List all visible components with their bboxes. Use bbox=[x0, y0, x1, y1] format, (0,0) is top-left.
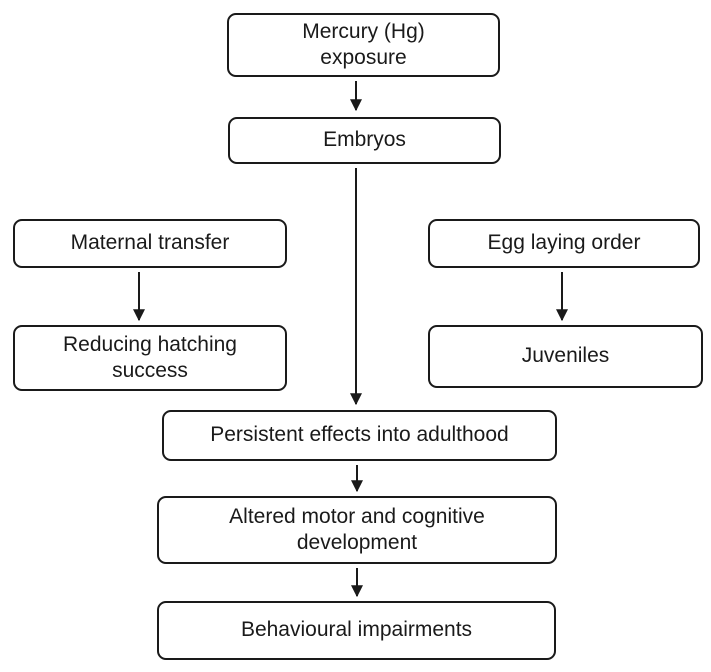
node-reducing-hatching-success-label: Reducing hatching success bbox=[63, 332, 237, 382]
node-embryos: Embryos bbox=[228, 117, 501, 164]
node-reducing-hatching-success: Reducing hatching success bbox=[13, 325, 287, 391]
node-maternal-transfer: Maternal transfer bbox=[13, 219, 287, 268]
node-egg-laying-order-label: Egg laying order bbox=[487, 231, 641, 255]
node-egg-laying-order: Egg laying order bbox=[428, 219, 700, 268]
node-persistent-effects: Persistent effects into adulthood bbox=[162, 410, 557, 461]
node-behavioural-impairments: Behavioural impairments bbox=[157, 601, 556, 660]
node-persistent-effects-label: Persistent effects into adulthood bbox=[210, 423, 509, 447]
node-embryos-label: Embryos bbox=[323, 128, 406, 152]
node-juveniles-label: Juveniles bbox=[521, 344, 610, 368]
node-altered-development-label: Altered motor and cognitive development bbox=[229, 504, 485, 554]
node-juveniles: Juveniles bbox=[428, 325, 703, 388]
node-mercury-exposure-label: Mercury (Hg) exposure bbox=[302, 19, 425, 69]
node-mercury-exposure: Mercury (Hg) exposure bbox=[227, 13, 500, 77]
node-maternal-transfer-label: Maternal transfer bbox=[70, 231, 230, 255]
node-altered-development: Altered motor and cognitive development bbox=[157, 496, 557, 564]
node-behavioural-impairments-label: Behavioural impairments bbox=[240, 618, 473, 642]
